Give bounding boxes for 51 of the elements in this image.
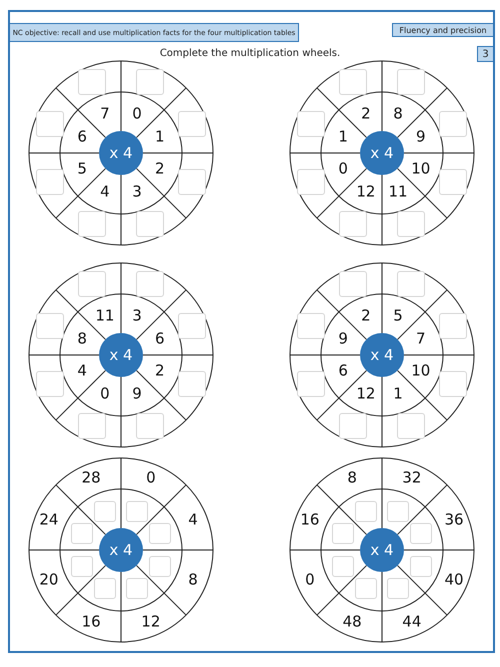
wheel-number: 7 xyxy=(416,331,426,346)
wheel-number: 9 xyxy=(338,331,348,346)
wheel-number: 6 xyxy=(155,331,165,346)
wheel-number: 9 xyxy=(132,386,142,402)
wheel-number: 8 xyxy=(77,331,87,346)
wheel-number: 12 xyxy=(141,614,160,630)
wheel-number: 0 xyxy=(146,470,156,486)
wheel-number: 5 xyxy=(393,308,403,324)
wheel-number: 36 xyxy=(444,512,464,528)
wheel-number: 0 xyxy=(305,572,315,588)
wheel-number: 0 xyxy=(100,386,110,402)
wheel-number: 3 xyxy=(132,308,142,324)
wheel-number: 8 xyxy=(188,572,198,588)
wheel-number: 2 xyxy=(155,162,165,177)
wheel-number: 48 xyxy=(342,614,362,630)
wheel-number: 20 xyxy=(39,572,58,588)
wheel-number: 8 xyxy=(347,470,357,486)
wheel-number: 12 xyxy=(356,184,376,200)
wheel-number: 1 xyxy=(338,129,348,144)
wheel-number: 16 xyxy=(82,614,101,630)
wheel-number: 1 xyxy=(155,129,165,144)
wheel-number: 8 xyxy=(393,106,403,122)
wheel-number: 9 xyxy=(416,129,426,144)
wheel-number: 2 xyxy=(155,364,165,379)
wheel-number: 6 xyxy=(77,129,87,144)
wheel-number: 2 xyxy=(361,308,371,324)
wheel-number: 4 xyxy=(188,512,198,528)
wheel-number: 3 xyxy=(132,184,142,200)
wheel-number: 4 xyxy=(77,364,87,379)
wheel-number: 1 xyxy=(393,386,403,402)
instruction-text: Complete the multiplication wheels. xyxy=(158,48,342,59)
wheel-number: 24 xyxy=(39,512,58,528)
wheel-number: 10 xyxy=(411,162,430,177)
wheel-number: 2 xyxy=(361,106,371,122)
wheel-number: 28 xyxy=(82,470,101,486)
wheel-number: 10 xyxy=(411,364,430,379)
wheel-number: 16 xyxy=(300,512,320,528)
wheel-number: 6 xyxy=(338,364,348,379)
wheel-number: 7 xyxy=(100,106,110,122)
wheel-number: 44 xyxy=(402,614,422,630)
wheel-number: 0 xyxy=(338,162,348,177)
wheel-number: 4 xyxy=(100,184,110,200)
wheel-number: 32 xyxy=(402,470,422,486)
wheel-number: 12 xyxy=(356,386,376,402)
wheel-number: 5 xyxy=(77,162,87,177)
wheel-number: 11 xyxy=(95,308,114,324)
wheel-number: 11 xyxy=(388,184,408,200)
question-number: 3 xyxy=(477,46,494,62)
strand-label: Fluency and precision xyxy=(392,23,494,37)
wheel-number: 0 xyxy=(132,106,142,122)
wheel-number: 40 xyxy=(444,572,464,588)
